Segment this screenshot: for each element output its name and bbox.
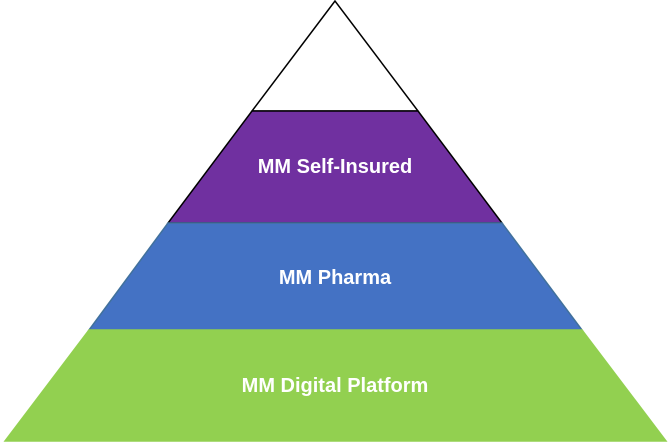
tier-label-digital-platform: MM Digital Platform [242,375,429,397]
pyramid-tier-digital-platform [3,329,668,442]
tier-label-pharma: MM Pharma [279,267,392,289]
tier-label-self-insured: MM Self-Insured [258,156,412,178]
pyramid-apex-tier [250,0,420,112]
